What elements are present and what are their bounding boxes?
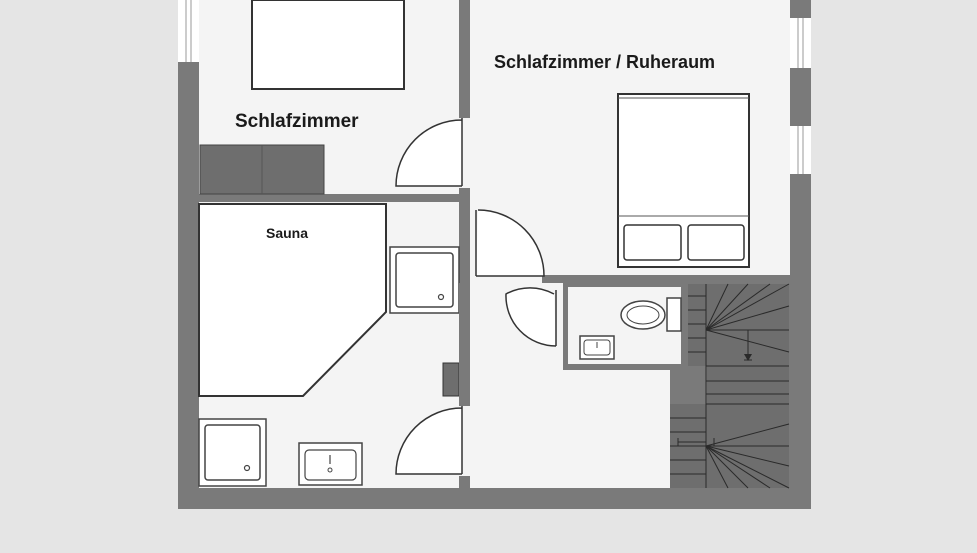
interior-wall: [459, 0, 470, 194]
room-label-schlafzimmer: Schlafzimmer: [235, 111, 359, 132]
washbasin-icon: [579, 335, 615, 360]
door-swing-icon: [505, 287, 563, 347]
window-icon: [790, 18, 811, 68]
interior-wall: [563, 283, 568, 369]
bed-icon: [251, 0, 405, 90]
door-swing-icon: [470, 208, 545, 283]
shower-tray-icon: [389, 246, 460, 314]
closet-floor: [397, 202, 459, 238]
shower-tray-icon: [198, 418, 267, 487]
toilet-icon: [620, 297, 682, 332]
hallway-lower-floor: [470, 370, 670, 488]
window-icon: [178, 0, 199, 62]
washbasin-icon: [298, 442, 363, 486]
radiator-icon: [442, 362, 460, 397]
interior-wall: [563, 364, 683, 370]
door-swing-icon: [395, 118, 470, 188]
interior-wall: [459, 283, 470, 488]
sauna-cabin: [198, 203, 387, 397]
room-label-schlafzimmer-ruheraum: Schlafzimmer / Ruheraum: [494, 52, 716, 72]
staircase-icon: [670, 283, 790, 489]
room-label-sauna: Sauna: [266, 225, 309, 241]
window-icon: [790, 126, 811, 174]
door-swing-icon: [395, 406, 470, 476]
bed-icon: [617, 93, 750, 268]
